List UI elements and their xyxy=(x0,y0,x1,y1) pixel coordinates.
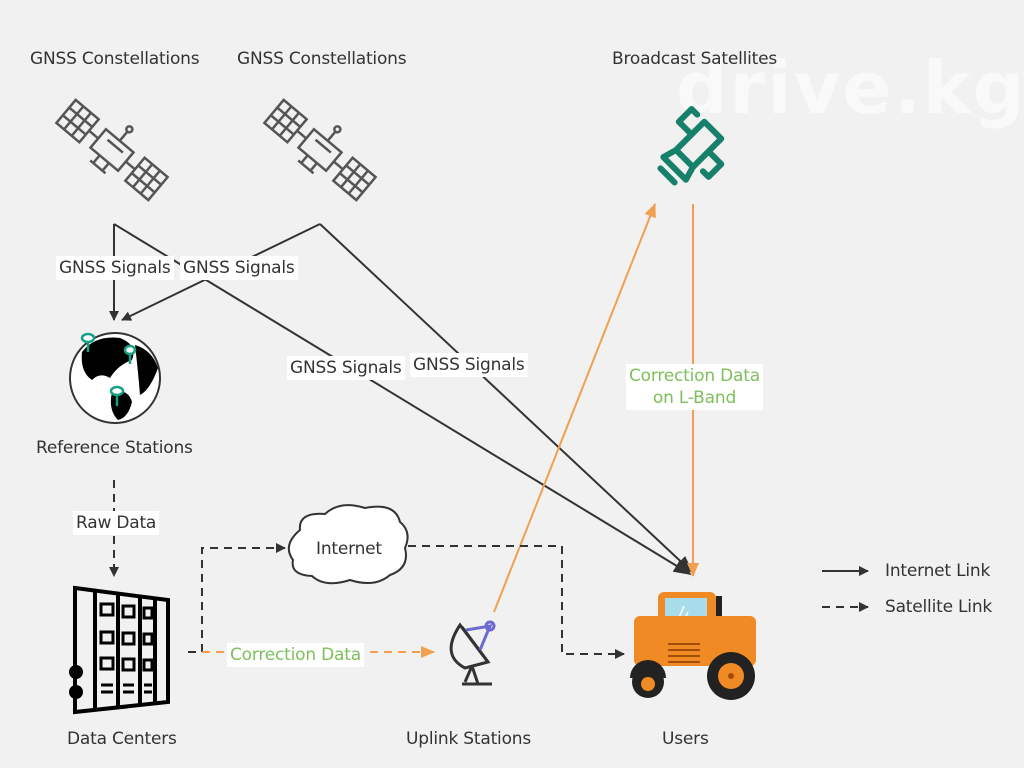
correction-data-label: Correction Data xyxy=(227,643,364,667)
users-label: Users xyxy=(662,729,709,749)
gnss-constellation-label: GNSS Constellations xyxy=(30,49,200,69)
internet-label: Internet xyxy=(316,539,382,559)
internet-to-users-edge xyxy=(408,545,625,659)
uplink-stations-label: Uplink Stations xyxy=(406,729,531,749)
gnss-signals-label: GNSS Signals xyxy=(56,256,174,280)
lband-line1: Correction Data xyxy=(629,366,760,386)
legend-satellite-link: Satellite Link xyxy=(885,597,993,617)
legend-internet-link: Internet Link xyxy=(885,561,991,581)
gnss-signal-edge xyxy=(113,223,692,576)
gnss-signal-edge xyxy=(319,223,694,574)
lband-correction-label: Correction Data on L-Band xyxy=(626,364,763,410)
broadcast-satellite-icon xyxy=(657,105,725,186)
gnss-constellation-label: GNSS Constellations xyxy=(237,49,407,69)
raw-data-label: Raw Data xyxy=(73,511,160,535)
watermark: drive.kg xyxy=(676,46,1024,130)
uplink-edge xyxy=(493,203,656,613)
satellite-dish-icon xyxy=(449,620,496,686)
broadcast-satellites-label: Broadcast Satellites xyxy=(612,49,778,69)
internet-cloud-icon xyxy=(287,504,409,585)
internet-edge xyxy=(188,543,286,653)
tractor-icon xyxy=(630,592,756,700)
data-center-icon xyxy=(69,585,170,715)
lband-line2: on L-Band xyxy=(652,388,737,408)
globe-icon xyxy=(69,332,161,424)
gnss-signals-label: GNSS Signals xyxy=(410,353,528,377)
gnss-satellite-icon xyxy=(54,98,170,202)
data-centers-label: Data Centers xyxy=(67,729,177,749)
gnss-satellite-icon xyxy=(262,98,378,202)
gnss-signals-label: GNSS Signals xyxy=(287,356,405,380)
gnss-signals-label: GNSS Signals xyxy=(180,256,298,280)
reference-stations-label: Reference Stations xyxy=(36,438,193,458)
